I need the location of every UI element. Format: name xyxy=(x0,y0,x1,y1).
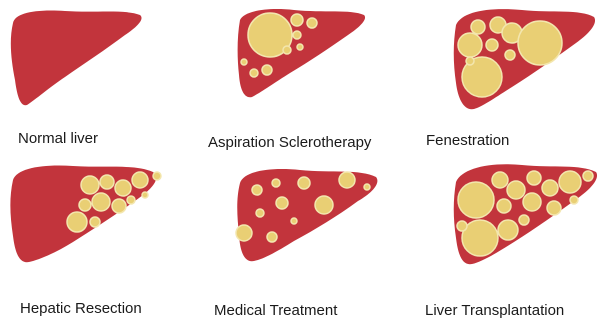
cyst xyxy=(519,215,529,225)
transplant-liver-illustration xyxy=(450,160,600,270)
cyst xyxy=(527,171,541,185)
cyst xyxy=(547,201,561,215)
cyst xyxy=(497,199,511,213)
cyst xyxy=(583,171,593,181)
cyst xyxy=(542,180,558,196)
cyst xyxy=(458,182,494,218)
cyst xyxy=(457,221,467,231)
cyst xyxy=(570,196,578,204)
cyst xyxy=(507,181,525,199)
caption-liver-transplantation: Liver Transplantation xyxy=(425,302,564,319)
cyst xyxy=(523,193,541,211)
cyst xyxy=(498,220,518,240)
cyst xyxy=(559,171,581,193)
cyst xyxy=(492,172,508,188)
